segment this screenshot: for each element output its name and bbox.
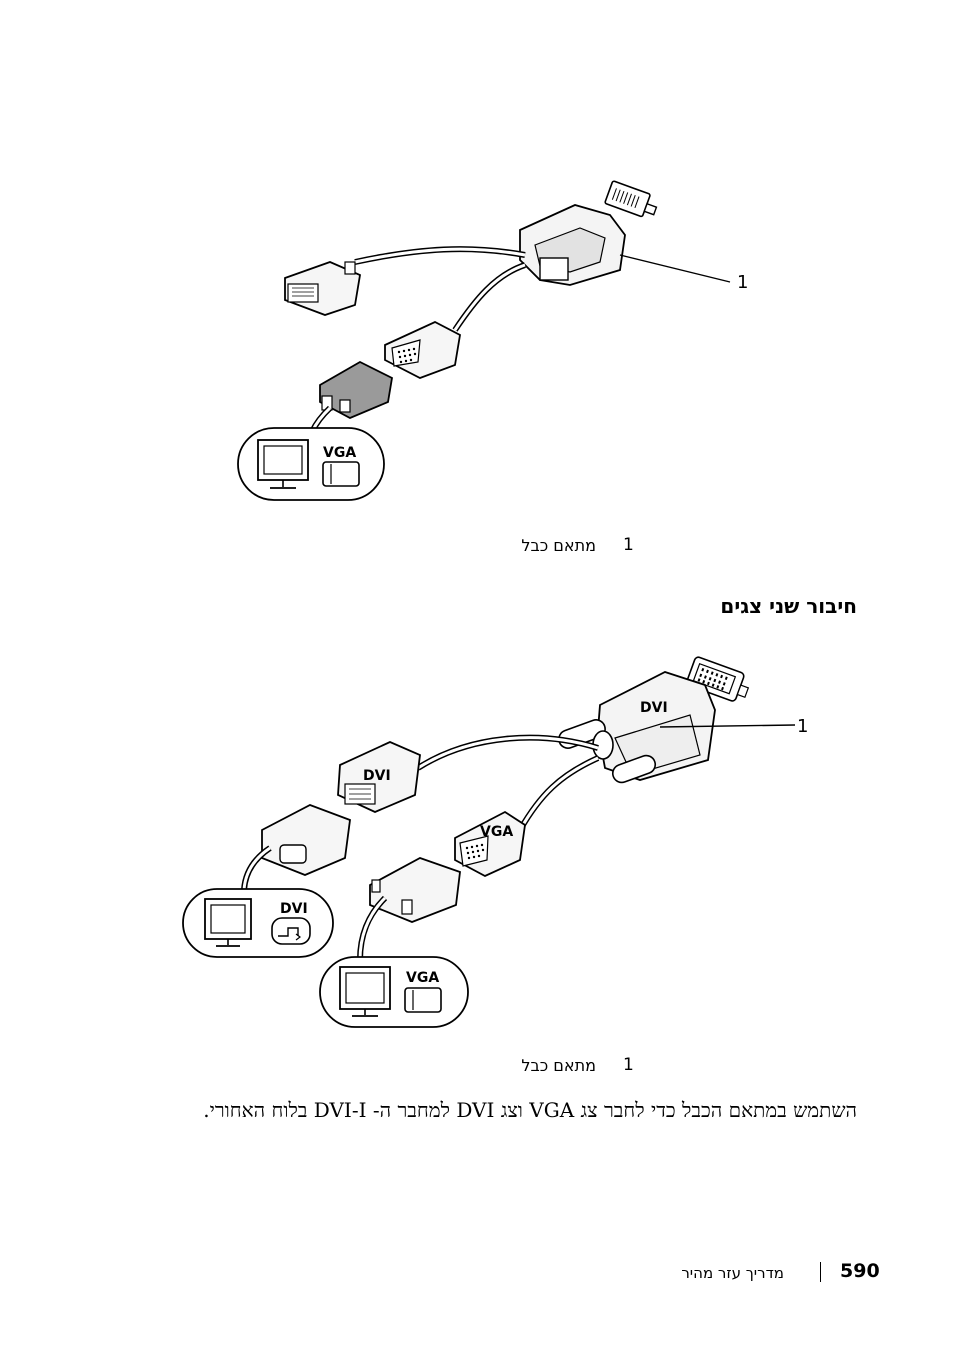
figure-2-dual-monitor-connection: DVI 1 DVI VGA [182, 656, 808, 1028]
vga-monitor-plug [369, 857, 461, 923]
vga-female-connector [454, 810, 526, 878]
splitter-dvi-label: DVI [640, 700, 668, 716]
figure-1-legend-number: 1 [623, 535, 634, 555]
figure-2-legend-number: 1 [623, 1055, 634, 1075]
footer-title: מדריך עזר מהיר [681, 1264, 784, 1282]
vga-female-connector [384, 320, 461, 379]
dvi-plug-small-icon [604, 180, 658, 218]
vga-port-label: VGA [406, 970, 439, 986]
dvi-monitor-cable [241, 845, 272, 891]
vga-branch-label: VGA [480, 824, 513, 840]
adapter-main-connector [519, 204, 626, 286]
vga-monitor-port-icon [237, 427, 385, 501]
adapter-splitter-body [558, 671, 716, 784]
dvi-port-label: DVI [280, 901, 308, 917]
figure-2-legend-text: מתאם כבל [521, 1056, 596, 1075]
instruction-paragraph: השתמש במתאם הכבל כדי לחבר צג VGA וצג DVI… [203, 1098, 857, 1122]
callout-number: 1 [797, 716, 808, 737]
vga-port-label: VGA [323, 445, 356, 461]
dvi-female-connector [284, 261, 362, 316]
dvi-branch-label: DVI [363, 768, 391, 784]
section-heading: חיבור שני צגים [720, 594, 857, 618]
figure-1-cable-adapter-vga: 1 VGA [237, 180, 748, 501]
footer-separator [820, 1262, 821, 1282]
dvi-plug-pins-icon [686, 656, 750, 702]
callout-line [659, 724, 796, 728]
dvi-monitor-port-icon [182, 888, 334, 958]
vga-monitor-port-icon [319, 956, 469, 1028]
figure-1-legend-text: מתאם כבל [521, 536, 596, 555]
dvi-monitor-plug [261, 804, 351, 876]
cable-branch-vga [517, 755, 600, 832]
page-number: 590 [840, 1260, 880, 1282]
vga-monitor-plug [319, 360, 393, 419]
dvi-female-connector [337, 741, 421, 813]
callout-number: 1 [737, 272, 748, 293]
callout-line [619, 254, 731, 283]
